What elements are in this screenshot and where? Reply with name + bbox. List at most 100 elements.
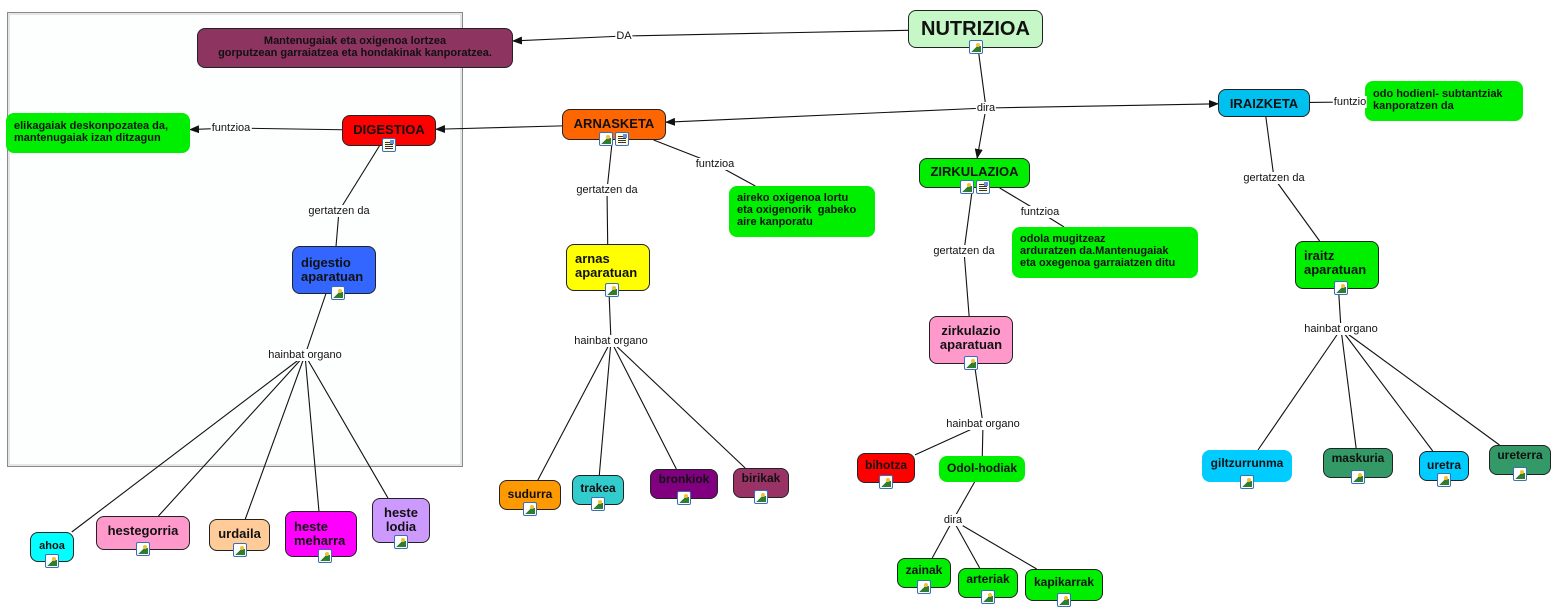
image-resource-icon[interactable] xyxy=(599,132,613,146)
resource-icons xyxy=(382,138,396,152)
concept-node-nutrizioa[interactable]: NUTRIZIOA xyxy=(908,10,1043,54)
concept-node-arteriak[interactable]: arteriak xyxy=(958,568,1018,604)
image-resource-icon[interactable] xyxy=(1240,475,1254,489)
concept-node-heste-meharra[interactable]: heste meharra xyxy=(285,511,357,563)
concept-node-iraizketa[interactable]: IRAIZKETA xyxy=(1218,89,1310,117)
link-line xyxy=(985,99,1219,109)
image-resource-icon[interactable] xyxy=(917,580,931,594)
node-label: ZIRKULAZIOA xyxy=(930,164,1019,179)
document-resource-icon[interactable] xyxy=(382,138,396,152)
link-line xyxy=(606,189,609,245)
resource-icons xyxy=(45,554,59,568)
image-resource-icon[interactable] xyxy=(394,535,408,549)
concept-node-digestioa[interactable]: DIGESTIOA xyxy=(342,115,436,152)
image-resource-icon[interactable] xyxy=(136,542,150,556)
image-resource-icon[interactable] xyxy=(1437,473,1451,487)
image-resource-icon[interactable] xyxy=(232,543,247,557)
document-resource-icon[interactable] xyxy=(975,180,990,194)
link-line xyxy=(244,354,306,520)
resource-icons xyxy=(599,132,629,146)
concept-node-bihotza[interactable]: bihotza xyxy=(857,453,915,489)
concept-node-arnasketa[interactable]: ARNASKETA xyxy=(562,109,666,146)
image-resource-icon[interactable] xyxy=(981,590,995,604)
link-label-zirk-fun: funtzioa xyxy=(1019,206,1061,218)
concept-node-sudurra[interactable]: sudurra xyxy=(499,480,561,516)
link-label-odol-dira: dira xyxy=(942,514,964,526)
image-resource-icon[interactable] xyxy=(677,491,691,505)
node-label: birikak xyxy=(741,471,781,485)
link-label-dig-fun: funtzioa xyxy=(210,122,252,134)
link-label-zirk-ger: gertatzen da xyxy=(932,245,996,257)
concept-node-trakea[interactable]: trakea xyxy=(572,475,624,511)
concept-node-zainak[interactable]: zainak xyxy=(897,558,951,594)
image-resource-icon[interactable] xyxy=(754,490,768,504)
node-label: hestegorria xyxy=(107,523,179,538)
link-line xyxy=(963,187,974,252)
link-label-dig-org: hainbat organo xyxy=(267,349,343,361)
concept-node-birikak[interactable]: birikak xyxy=(733,468,789,504)
link-line xyxy=(304,293,327,356)
concept-node-bronkiok[interactable]: bronkiok xyxy=(650,469,718,505)
concept-node-hestegorria[interactable]: hestegorria xyxy=(96,516,190,556)
link-line xyxy=(952,519,981,569)
concept-node-definition[interactable]: Mantenugaiak eta oxigenoa lortzea gorput… xyxy=(197,28,513,68)
concept-node-zirkulazio-aparatua[interactable]: zirkulazio aparatuan xyxy=(929,316,1013,370)
image-resource-icon[interactable] xyxy=(968,40,983,54)
concept-node-iraitz-aparatua[interactable]: iraitz aparatuan xyxy=(1295,241,1379,295)
node-label: zainak xyxy=(905,563,943,577)
link-line xyxy=(623,29,909,37)
image-resource-icon[interactable] xyxy=(591,497,605,511)
node-label: sudurra xyxy=(507,487,553,501)
concept-node-digestio-aparatua[interactable]: digestio aparatuan xyxy=(292,246,376,300)
concept-node-urdaila[interactable]: urdaila xyxy=(209,519,270,557)
concept-node-zirkulazioa[interactable]: ZIRKULAZIOA xyxy=(919,158,1030,194)
image-resource-icon[interactable] xyxy=(879,475,893,489)
resource-icons xyxy=(1240,475,1254,489)
node-label: heste meharra xyxy=(294,519,346,548)
node-label: bihotza xyxy=(865,458,907,472)
link-line xyxy=(665,107,987,126)
concept-node-odol-hodiak[interactable]: Odol-hodiak xyxy=(939,456,1025,482)
concept-node-irai-funtzioa[interactable]: odo hodienl- subtantziak kanporatzen da xyxy=(1365,81,1523,121)
concept-node-arn-funtzioa[interactable]: aireko oxigenoa lortu eta oxigenorik gab… xyxy=(729,186,875,237)
link-line xyxy=(606,139,613,191)
link-line xyxy=(973,363,984,425)
image-resource-icon[interactable] xyxy=(1334,281,1348,295)
concept-node-zirk-funtzioa[interactable]: odola mugitzeaz arduratzen da.Mantenugai… xyxy=(1012,227,1198,278)
image-resource-icon[interactable] xyxy=(959,180,974,194)
image-resource-icon[interactable] xyxy=(1351,470,1365,484)
link-label-arn-ger: gertatzen da xyxy=(575,184,639,196)
link-line xyxy=(963,250,970,317)
concept-node-kapikarrak[interactable]: kapikarrak xyxy=(1025,569,1103,607)
image-resource-icon[interactable] xyxy=(964,356,978,370)
image-resource-icon[interactable] xyxy=(318,549,332,563)
concept-node-ahoa[interactable]: ahoa xyxy=(30,532,74,568)
image-resource-icon[interactable] xyxy=(1057,593,1071,607)
link-line xyxy=(977,47,987,109)
concept-node-heste-lodia[interactable]: heste lodia xyxy=(372,498,430,549)
concept-node-ureterra[interactable]: ureterra xyxy=(1489,445,1551,481)
image-resource-icon[interactable] xyxy=(331,286,345,300)
node-label: aireko oxigenoa lortu eta oxigenorik gab… xyxy=(737,192,857,228)
concept-node-uretra[interactable]: uretra xyxy=(1419,451,1469,487)
image-resource-icon[interactable] xyxy=(1513,467,1527,481)
concept-node-dig-funtzioa[interactable]: elikagaiak deskonpozatea da, mantenugaia… xyxy=(6,113,190,153)
concept-node-arnas-aparatua[interactable]: arnas aparatuan xyxy=(566,244,650,297)
resource-icons xyxy=(959,180,990,194)
image-resource-icon[interactable] xyxy=(523,502,537,516)
link-line xyxy=(1337,288,1342,330)
document-resource-icon[interactable] xyxy=(615,132,629,146)
link-line xyxy=(1340,328,1434,452)
link-label-arn-org: hainbat organo xyxy=(573,335,649,347)
image-resource-icon[interactable] xyxy=(45,554,59,568)
link-label-zirk-org: hainbat organo xyxy=(945,418,1021,430)
link-line xyxy=(608,290,612,342)
concept-node-giltzurrunma[interactable]: giltzurrunma xyxy=(1202,450,1292,489)
node-label: elikagaiak deskonpozatea da, mantenugaia… xyxy=(14,120,169,144)
node-label: arteriak xyxy=(966,572,1010,586)
resource-icons xyxy=(232,543,247,557)
node-label: IRAIZKETA xyxy=(1229,96,1299,111)
link-line xyxy=(1265,116,1275,179)
concept-node-maskuria[interactable]: maskuria xyxy=(1323,448,1393,484)
image-resource-icon[interactable] xyxy=(605,283,619,297)
